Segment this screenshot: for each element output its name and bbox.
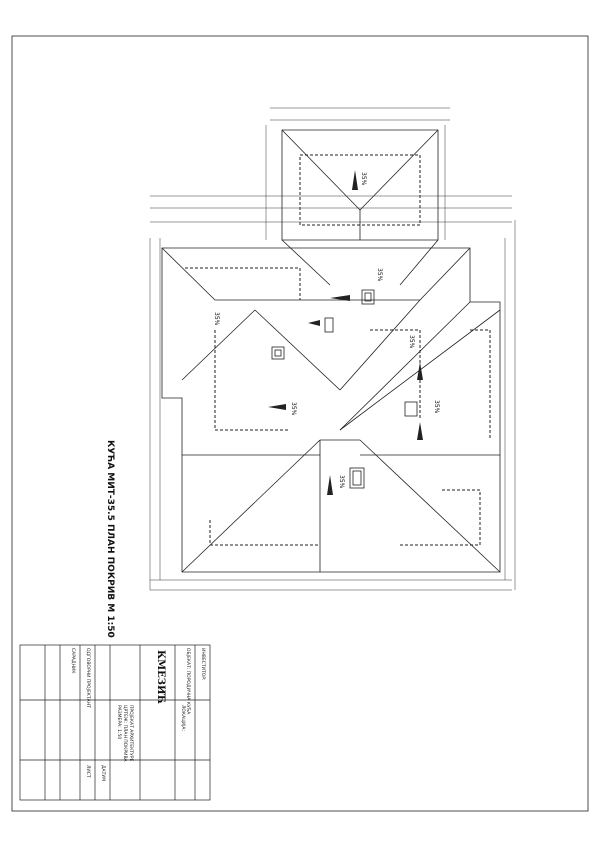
slope-label-4: 35% [408,335,415,349]
slope-label-2: 35% [376,268,383,282]
wall-dashed-lines [185,154,491,546]
titleblock-sheet: ЛИСТ [85,765,90,778]
titleblock-location: ЛОКАЦИЈА: [180,705,185,731]
titleblock-assistant: САРАДНИК [70,648,75,674]
slope-label-5: 35% [290,402,297,416]
dimension-lines [149,107,516,591]
title-block [19,644,211,801]
titleblock-project: ПРОЈЕКАТ АРХИТЕКТУРЕ [128,705,133,762]
slope-label-7: 35% [433,400,440,414]
titleblock-object: ОБЈЕКАТ: ПОРОДИЧНА КУЋА [185,648,190,715]
titleblock-investor: ИНВЕСТИТОР: [200,648,205,681]
titleblock-designer: ОДГОВОРНИ ПРОЈЕКТАНТ [85,648,90,708]
titleblock-date: ДАТУМ [100,765,105,781]
chimneys [271,289,418,489]
drawing-title: КУЋА МИТ-35.5 ПЛАН ПОКРИВ M 1:50 [105,440,115,638]
titleblock-logo: КМЕЗИЋ [155,650,166,705]
slope-arrows [268,170,423,495]
roof-lines [161,129,501,573]
slope-label-1: 35% [360,172,367,186]
titleblock-scale: РАЗМЕРА: 1:50 [116,705,121,740]
sheet-border [11,35,589,812]
slope-label-6: 35% [338,475,345,489]
titleblock-drawing: ЦРТЕЖ: ПЛАН ПОКРИВА [122,705,127,762]
slope-label-3: 35% [213,312,220,326]
